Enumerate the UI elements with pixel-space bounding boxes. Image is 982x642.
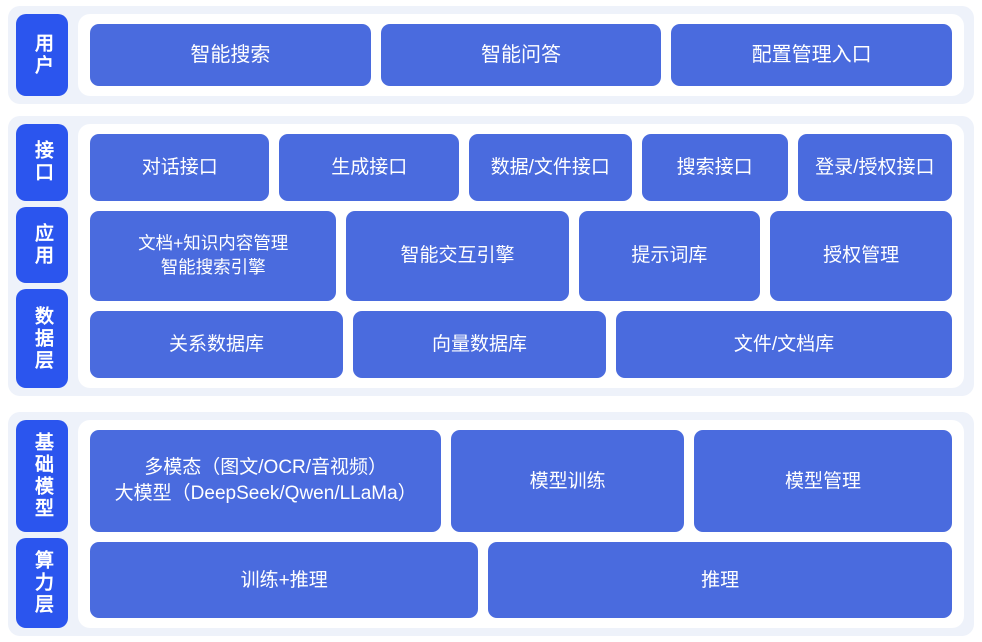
- section-infra-card: 多模态（图文/OCR/音视频） 大模型（DeepSeek/Qwen/LLaMa）…: [78, 420, 964, 628]
- layer-tab-middle-0[interactable]: 接口: [16, 124, 68, 201]
- component-box[interactable]: 智能交互引擎: [346, 211, 569, 301]
- component-box[interactable]: 登录/授权接口: [797, 134, 952, 202]
- section-user: 用户 智能搜索智能问答配置管理入口: [8, 6, 974, 104]
- component-box[interactable]: 模型训练: [451, 430, 684, 533]
- layer-tab-middle-1[interactable]: 应用: [16, 206, 68, 284]
- layer-tab-label: 用户: [31, 33, 53, 77]
- component-box[interactable]: 推理: [488, 542, 952, 619]
- component-box[interactable]: 文档+知识内容管理 智能搜索引擎: [90, 211, 337, 301]
- component-box[interactable]: 训练+推理: [90, 542, 479, 619]
- layer-tab-label: 应用: [31, 223, 53, 267]
- component-box[interactable]: 向量数据库: [352, 310, 606, 379]
- component-row: 训练+推理推理: [90, 542, 952, 619]
- layer-tab-infra-1[interactable]: 算力层: [16, 538, 68, 628]
- component-box[interactable]: 配置管理入口: [671, 24, 953, 86]
- layer-tab-infra-0[interactable]: 基础模型: [16, 420, 68, 532]
- section-middle-tabs: 接口应用数据层: [16, 124, 68, 389]
- component-row: 多模态（图文/OCR/音视频） 大模型（DeepSeek/Qwen/LLaMa）…: [90, 430, 953, 533]
- component-box[interactable]: 授权管理: [770, 211, 952, 301]
- component-box[interactable]: 生成接口: [279, 134, 459, 202]
- component-box[interactable]: 文件/文档库: [615, 310, 952, 379]
- layer-tab-label: 算力层: [31, 550, 53, 616]
- section-user-tabs: 用户: [16, 14, 68, 96]
- component-box[interactable]: 对话接口: [90, 134, 270, 202]
- section-middle: 接口应用数据层 对话接口生成接口数据/文件接口搜索接口登录/授权接口文档+知识内…: [8, 116, 974, 396]
- layer-tab-label: 基础模型: [31, 432, 53, 520]
- layer-tab-label: 数据层: [31, 305, 53, 372]
- layer-tab-middle-2[interactable]: 数据层: [16, 289, 68, 389]
- layer-tab-user-0[interactable]: 用户: [16, 14, 68, 96]
- component-box[interactable]: 智能搜索: [90, 24, 371, 86]
- component-row: 关系数据库向量数据库文件/文档库: [90, 310, 952, 379]
- component-box[interactable]: 数据/文件接口: [468, 134, 632, 202]
- component-box[interactable]: 多模态（图文/OCR/音视频） 大模型（DeepSeek/Qwen/LLaMa）: [90, 430, 442, 533]
- component-box[interactable]: 提示词库: [578, 211, 761, 301]
- component-box[interactable]: 关系数据库: [90, 310, 343, 379]
- section-infra-tabs: 基础模型算力层: [16, 420, 68, 628]
- layer-tab-label: 接口: [31, 140, 53, 185]
- section-infra: 基础模型算力层 多模态（图文/OCR/音视频） 大模型（DeepSeek/Qwe…: [8, 412, 974, 636]
- component-box[interactable]: 智能问答: [380, 24, 662, 86]
- component-box[interactable]: 模型管理: [693, 430, 953, 533]
- section-user-card: 智能搜索智能问答配置管理入口: [78, 14, 964, 96]
- component-box[interactable]: 搜索接口: [641, 134, 788, 202]
- component-row: 智能搜索智能问答配置管理入口: [90, 24, 953, 86]
- component-row: 文档+知识内容管理 智能搜索引擎智能交互引擎提示词库授权管理: [90, 211, 952, 301]
- section-middle-card: 对话接口生成接口数据/文件接口搜索接口登录/授权接口文档+知识内容管理 智能搜索…: [78, 124, 964, 388]
- component-row: 对话接口生成接口数据/文件接口搜索接口登录/授权接口: [90, 134, 952, 202]
